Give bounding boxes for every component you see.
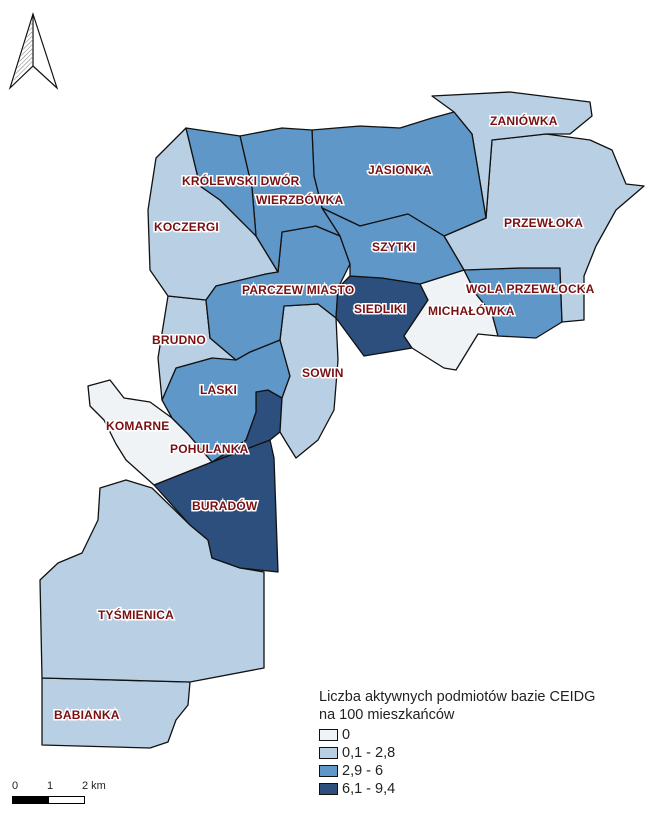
legend-label: 0,1 - 2,8 bbox=[342, 745, 396, 761]
region-label-wierzbowka: WIERZBÓWKA bbox=[256, 192, 343, 207]
region-label-siedliki: SIEDLIKI bbox=[354, 302, 406, 316]
region-label-komarne: KOMARNE bbox=[106, 419, 169, 433]
region-label-laski: LASKI bbox=[200, 383, 237, 397]
region-szytki bbox=[321, 207, 465, 285]
legend-label: 0 bbox=[342, 727, 351, 743]
north-arrow-icon bbox=[8, 12, 59, 91]
scale-bar: 0 1 2 km bbox=[12, 780, 132, 816]
legend-title-line-2: na 100 mieszkańców bbox=[319, 707, 455, 723]
region-label-zaniowka: ZANIÓWKA bbox=[490, 113, 558, 128]
legend-swatch bbox=[319, 783, 338, 795]
region-label-jasionka: JASIONKA bbox=[368, 163, 432, 177]
legend-swatch bbox=[319, 747, 338, 759]
region-krolewski-dwor bbox=[185, 127, 257, 237]
region-label-pohulanka: POHULANKA bbox=[170, 442, 249, 456]
scale-label-0: 0 bbox=[12, 780, 19, 792]
scale-segment-black bbox=[12, 796, 48, 804]
legend-title-line-1: Liczba aktywnych podmiotów bazie CEIDG bbox=[319, 689, 596, 705]
legend-swatch bbox=[319, 765, 338, 777]
region-sowin bbox=[279, 303, 339, 459]
region-label-koczergi: KOCZERGI bbox=[154, 220, 219, 234]
scale-segment-white bbox=[48, 796, 85, 804]
region-label-szytki: SZYTKI bbox=[372, 240, 416, 254]
map-legend: Liczba aktywnych podmiotów bazie CEIDG n… bbox=[319, 688, 639, 798]
legend-label: 2,9 - 6 bbox=[342, 763, 384, 779]
legend-item: 0 bbox=[319, 726, 639, 744]
legend-item: 0,1 - 2,8 bbox=[319, 744, 639, 762]
region-label-wola-przewlocka: WOLA PRZEWŁOCKA bbox=[466, 282, 595, 296]
region-label-przewloka: PRZEWŁOKA bbox=[504, 216, 583, 230]
region-label-krolewski-dwor: KRÓLEWSKI DWÓR bbox=[182, 173, 300, 188]
legend-title: Liczba aktywnych podmiotów bazie CEIDG n… bbox=[319, 688, 639, 724]
scale-label-1: 1 bbox=[47, 780, 54, 792]
region-label-parczew-miasto: PARCZEW MIASTO bbox=[242, 283, 354, 297]
legend-item: 6,1 - 9,4 bbox=[319, 780, 639, 798]
region-babianka bbox=[41, 677, 191, 749]
region-label-babianka: BABIANKA bbox=[54, 708, 120, 722]
region-label-buradow: BURADÓW bbox=[192, 498, 258, 513]
region-label-michalowka: MICHAŁÓWKA bbox=[428, 303, 515, 318]
legend-item: 2,9 - 6 bbox=[319, 762, 639, 780]
region-label-sowin: SOWIN bbox=[302, 366, 344, 380]
legend-swatch bbox=[319, 729, 338, 741]
region-label-tysmienica: TYŚMIENICA bbox=[98, 607, 174, 622]
scale-label-2: 2 km bbox=[82, 780, 106, 792]
region-label-brudno: BRUDNO bbox=[152, 333, 206, 347]
legend-label: 6,1 - 9,4 bbox=[342, 781, 396, 797]
